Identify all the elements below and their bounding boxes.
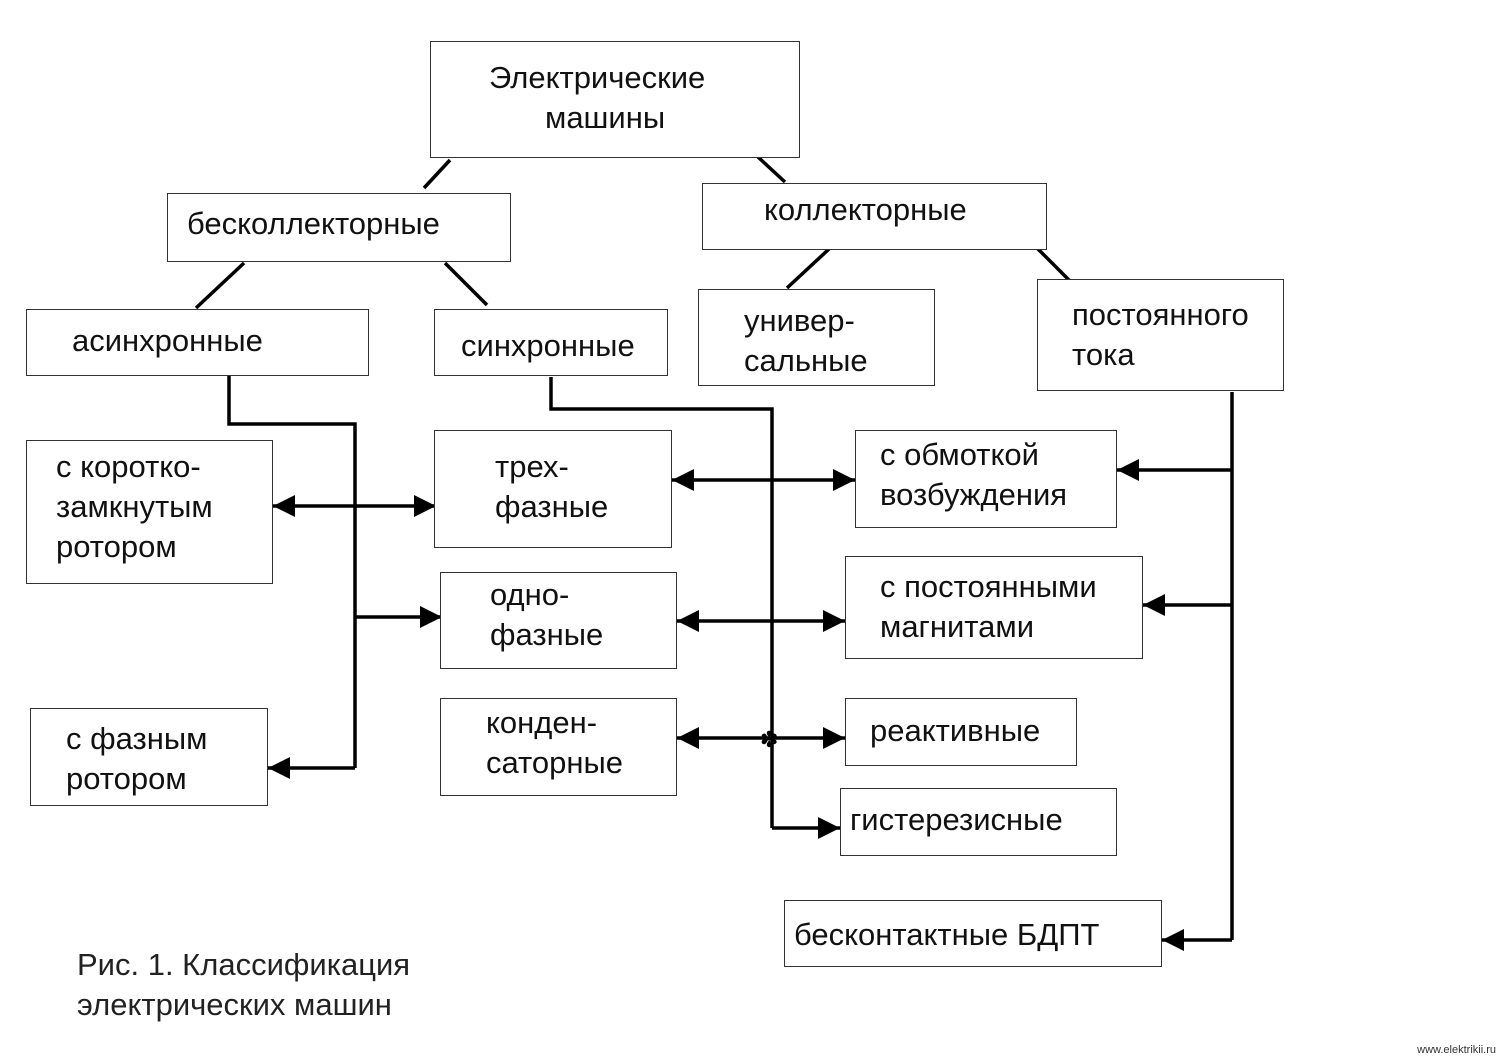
single-phase-line1: одно- (490, 577, 570, 612)
capacitor-box: конден- саторные (440, 698, 677, 796)
async-trunk (227, 374, 357, 768)
link-commutator-dc (1035, 246, 1074, 285)
permanent-magnets-line1: с постоянными (880, 569, 1097, 604)
root-label-line2: машины (545, 100, 666, 135)
capacitor-line2: саторные (486, 745, 624, 780)
three-phase-line1: трех- (495, 449, 569, 484)
bldc-label: бесконтактные БДПТ (794, 917, 1100, 952)
wound-rotor-box: с фазным ротором (30, 708, 268, 806)
squirrel-cage-box: с коротко- замкнутым ротором (26, 440, 273, 584)
single-phase-line2: фазные (490, 617, 604, 652)
link-brushless-async (194, 261, 246, 310)
link-root-brushless (422, 158, 452, 190)
root-label-line1: Электрические (489, 60, 706, 95)
sync-label: синхронные (461, 328, 635, 363)
commutator-box: коллекторные (702, 183, 1047, 250)
hysteresis-label: гистерезисные (850, 802, 1063, 837)
figure-caption-line1: Рис. 1. Классификация (77, 947, 411, 982)
squirrel-cage-line3: ротором (56, 529, 177, 564)
brushless-label: бесколлекторные (187, 206, 440, 241)
root-box: Электрические машины (430, 41, 800, 158)
hysteresis-box: гистерезисные (840, 788, 1117, 856)
brushless-box: бесколлекторные (167, 193, 511, 262)
dc-label-line2: тока (1072, 337, 1135, 372)
reactive-box: реактивные (845, 698, 1077, 766)
permanent-magnets-line2: магнитами (880, 609, 1035, 644)
sync-box: синхронные (434, 309, 668, 376)
sync-trunk (549, 377, 774, 828)
async-box: асинхронные (26, 309, 369, 376)
link-commutator-universal (785, 247, 831, 290)
universal-label-line1: универ- (744, 303, 855, 338)
capacitor-line1: конден- (486, 705, 598, 740)
link-brushless-sync (443, 261, 489, 307)
commutator-label: коллекторные (764, 192, 967, 227)
permanent-magnets-box: с постоянными магнитами (845, 556, 1143, 659)
field-winding-box: с обмоткой возбуждения (855, 430, 1117, 528)
squirrel-cage-line2: замкнутым (56, 489, 213, 524)
figure-caption-line2: электрических машин (77, 987, 392, 1022)
wound-rotor-line1: с фазным (66, 721, 208, 756)
reactive-label: реактивные (870, 713, 1041, 748)
field-winding-line2: возбуждения (880, 477, 1068, 512)
dc-box: постоянного тока (1037, 279, 1284, 391)
bldc-box: бесконтактные БДПТ (784, 900, 1162, 967)
three-phase-line2: фазные (495, 489, 609, 524)
field-winding-line1: с обмоткой (880, 437, 1039, 472)
single-phase-box: одно- фазные (440, 572, 677, 669)
wound-rotor-line2: ротором (66, 761, 187, 796)
link-root-commutator (756, 155, 787, 184)
crossing-mark: ✽ (760, 728, 778, 753)
universal-label-line2: сальные (744, 343, 868, 378)
dc-label-line1: постоянного (1072, 297, 1249, 332)
squirrel-cage-line1: с коротко- (56, 449, 201, 484)
watermark: www.elektrikii.ru (1417, 1044, 1496, 1056)
three-phase-box: трех- фазные (434, 430, 672, 548)
universal-box: универ- сальные (698, 289, 935, 386)
async-label: асинхронные (72, 323, 263, 358)
